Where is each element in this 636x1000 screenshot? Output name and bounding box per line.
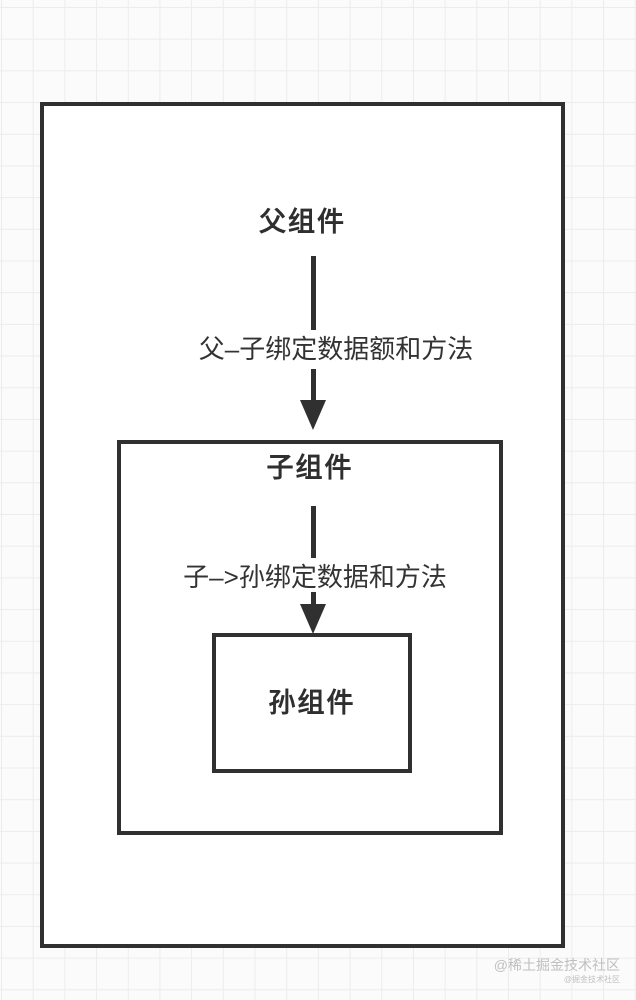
child-component-label: 子组件 bbox=[266, 453, 354, 483]
parent-child-arrowhead-icon bbox=[300, 400, 326, 430]
parent-child-arrow-line-bottom bbox=[311, 369, 316, 402]
parent-component-label: 父组件 bbox=[259, 207, 346, 237]
child-grandchild-arrowhead-icon bbox=[300, 604, 326, 634]
parent-child-edge-label: 父–子绑定数据额和方法 bbox=[198, 334, 474, 364]
grandchild-component-label: 孙组件 bbox=[268, 688, 356, 718]
child-grandchild-edge-label: 子–>孙绑定数据和方法 bbox=[183, 562, 447, 592]
parent-child-arrow-line-top bbox=[311, 256, 316, 330]
watermark-primary: @稀土掘金技术社区 bbox=[493, 957, 620, 973]
child-grandchild-arrow-line-bottom bbox=[311, 592, 316, 609]
child-grandchild-arrow-line-top bbox=[311, 506, 316, 558]
grandchild-component-box bbox=[212, 633, 412, 773]
watermark-secondary: @掘金技术社区 bbox=[563, 975, 620, 984]
